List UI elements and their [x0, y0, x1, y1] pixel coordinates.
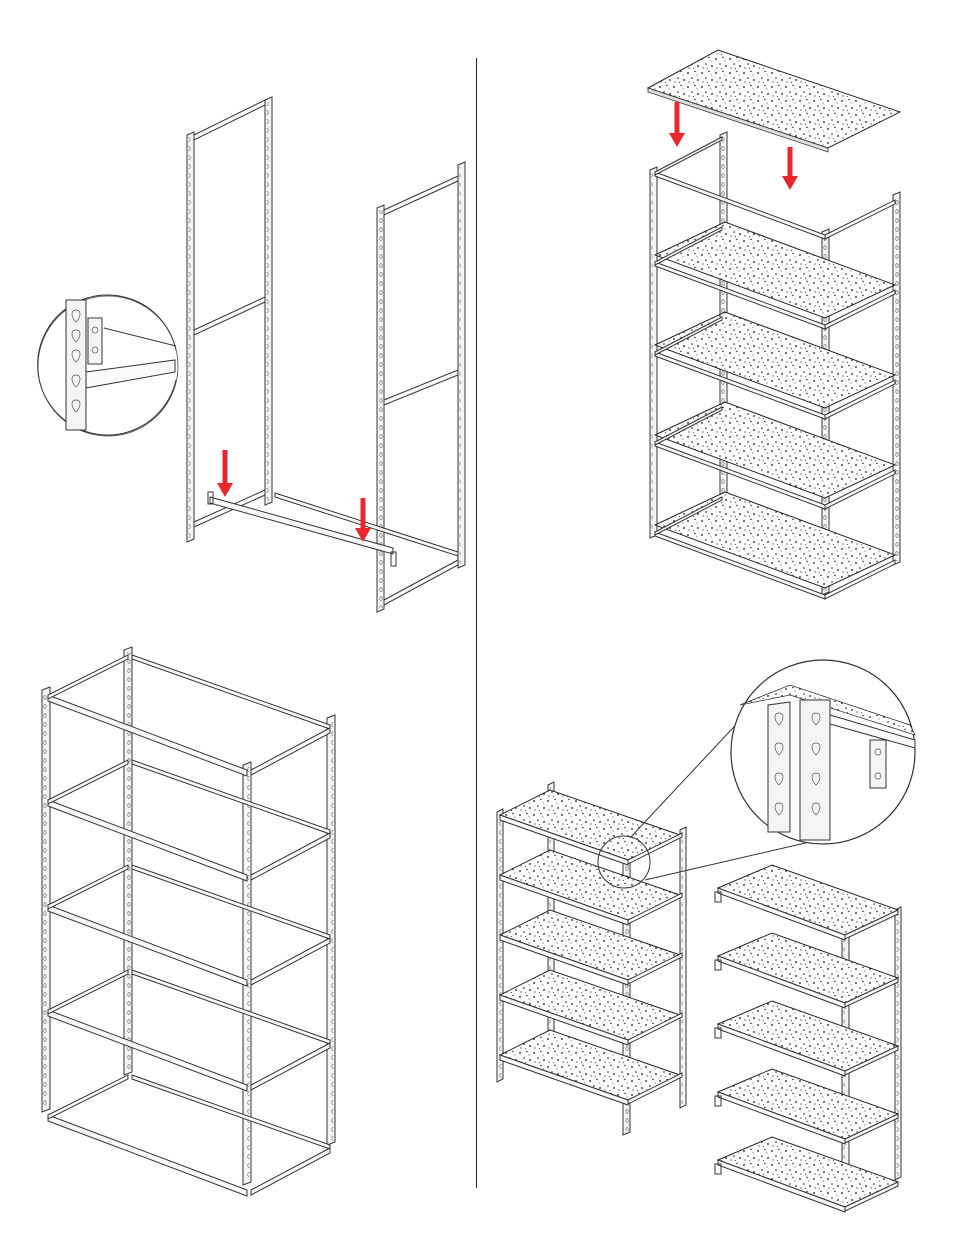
arrow-head: [669, 133, 685, 147]
post-holes: [682, 832, 685, 1104]
shelf-board: [655, 402, 895, 498]
down-arrow-icon: [782, 147, 798, 190]
beam: [48, 970, 128, 1014]
beam: [48, 655, 128, 699]
post-holes: [895, 197, 899, 561]
callout-line: [104, 328, 176, 346]
beam: [251, 938, 330, 985]
beam: [132, 970, 330, 1044]
shelf-board: [655, 312, 895, 408]
beam: [251, 833, 330, 880]
beam: [48, 865, 128, 909]
beam: [48, 1075, 128, 1119]
post-holes: [460, 167, 464, 564]
down-arrow-icon: [669, 102, 685, 147]
beam: [384, 176, 458, 215]
post-holes: [897, 912, 900, 1176]
callout-line: [630, 715, 745, 838]
panel-step-3: [42, 647, 335, 1196]
shelf-board: [655, 222, 895, 318]
beam: [251, 1043, 330, 1090]
beam: [132, 865, 330, 939]
post-holes: [44, 692, 49, 1108]
post-holes: [189, 137, 193, 538]
beam: [655, 137, 722, 175]
post-holes: [126, 652, 131, 1071]
beam: [48, 905, 247, 986]
beam: [48, 695, 247, 776]
callout-beam-end: [870, 740, 886, 788]
post-holes: [499, 814, 502, 1078]
panel-step-2: [648, 50, 900, 599]
beam: [194, 100, 265, 140]
beam: [132, 655, 330, 729]
beam: [384, 370, 458, 405]
beam: [384, 560, 458, 605]
arrow-head: [217, 483, 233, 497]
beam: [48, 1010, 247, 1091]
callout-post-a: [768, 702, 790, 832]
beam: [48, 760, 128, 804]
callout-post-b: [800, 700, 830, 840]
beam: [251, 1148, 330, 1195]
magnifier-callout-icon: [38, 295, 178, 436]
beam: [132, 1075, 330, 1149]
beam: [48, 1115, 247, 1196]
panel-step-1: [38, 97, 465, 612]
shelf-board: [655, 492, 895, 588]
arrow-head: [782, 176, 798, 190]
post-holes: [329, 720, 334, 1141]
beam: [825, 200, 895, 239]
beam: [194, 297, 265, 335]
beam: [48, 800, 247, 881]
beam: [132, 760, 330, 834]
panel-step-4: [497, 660, 915, 1212]
post-holes: [267, 102, 271, 501]
callout-post: [66, 300, 86, 430]
callout-beam-end: [88, 318, 102, 364]
down-arrow-icon: [217, 450, 233, 497]
beam: [251, 728, 330, 775]
